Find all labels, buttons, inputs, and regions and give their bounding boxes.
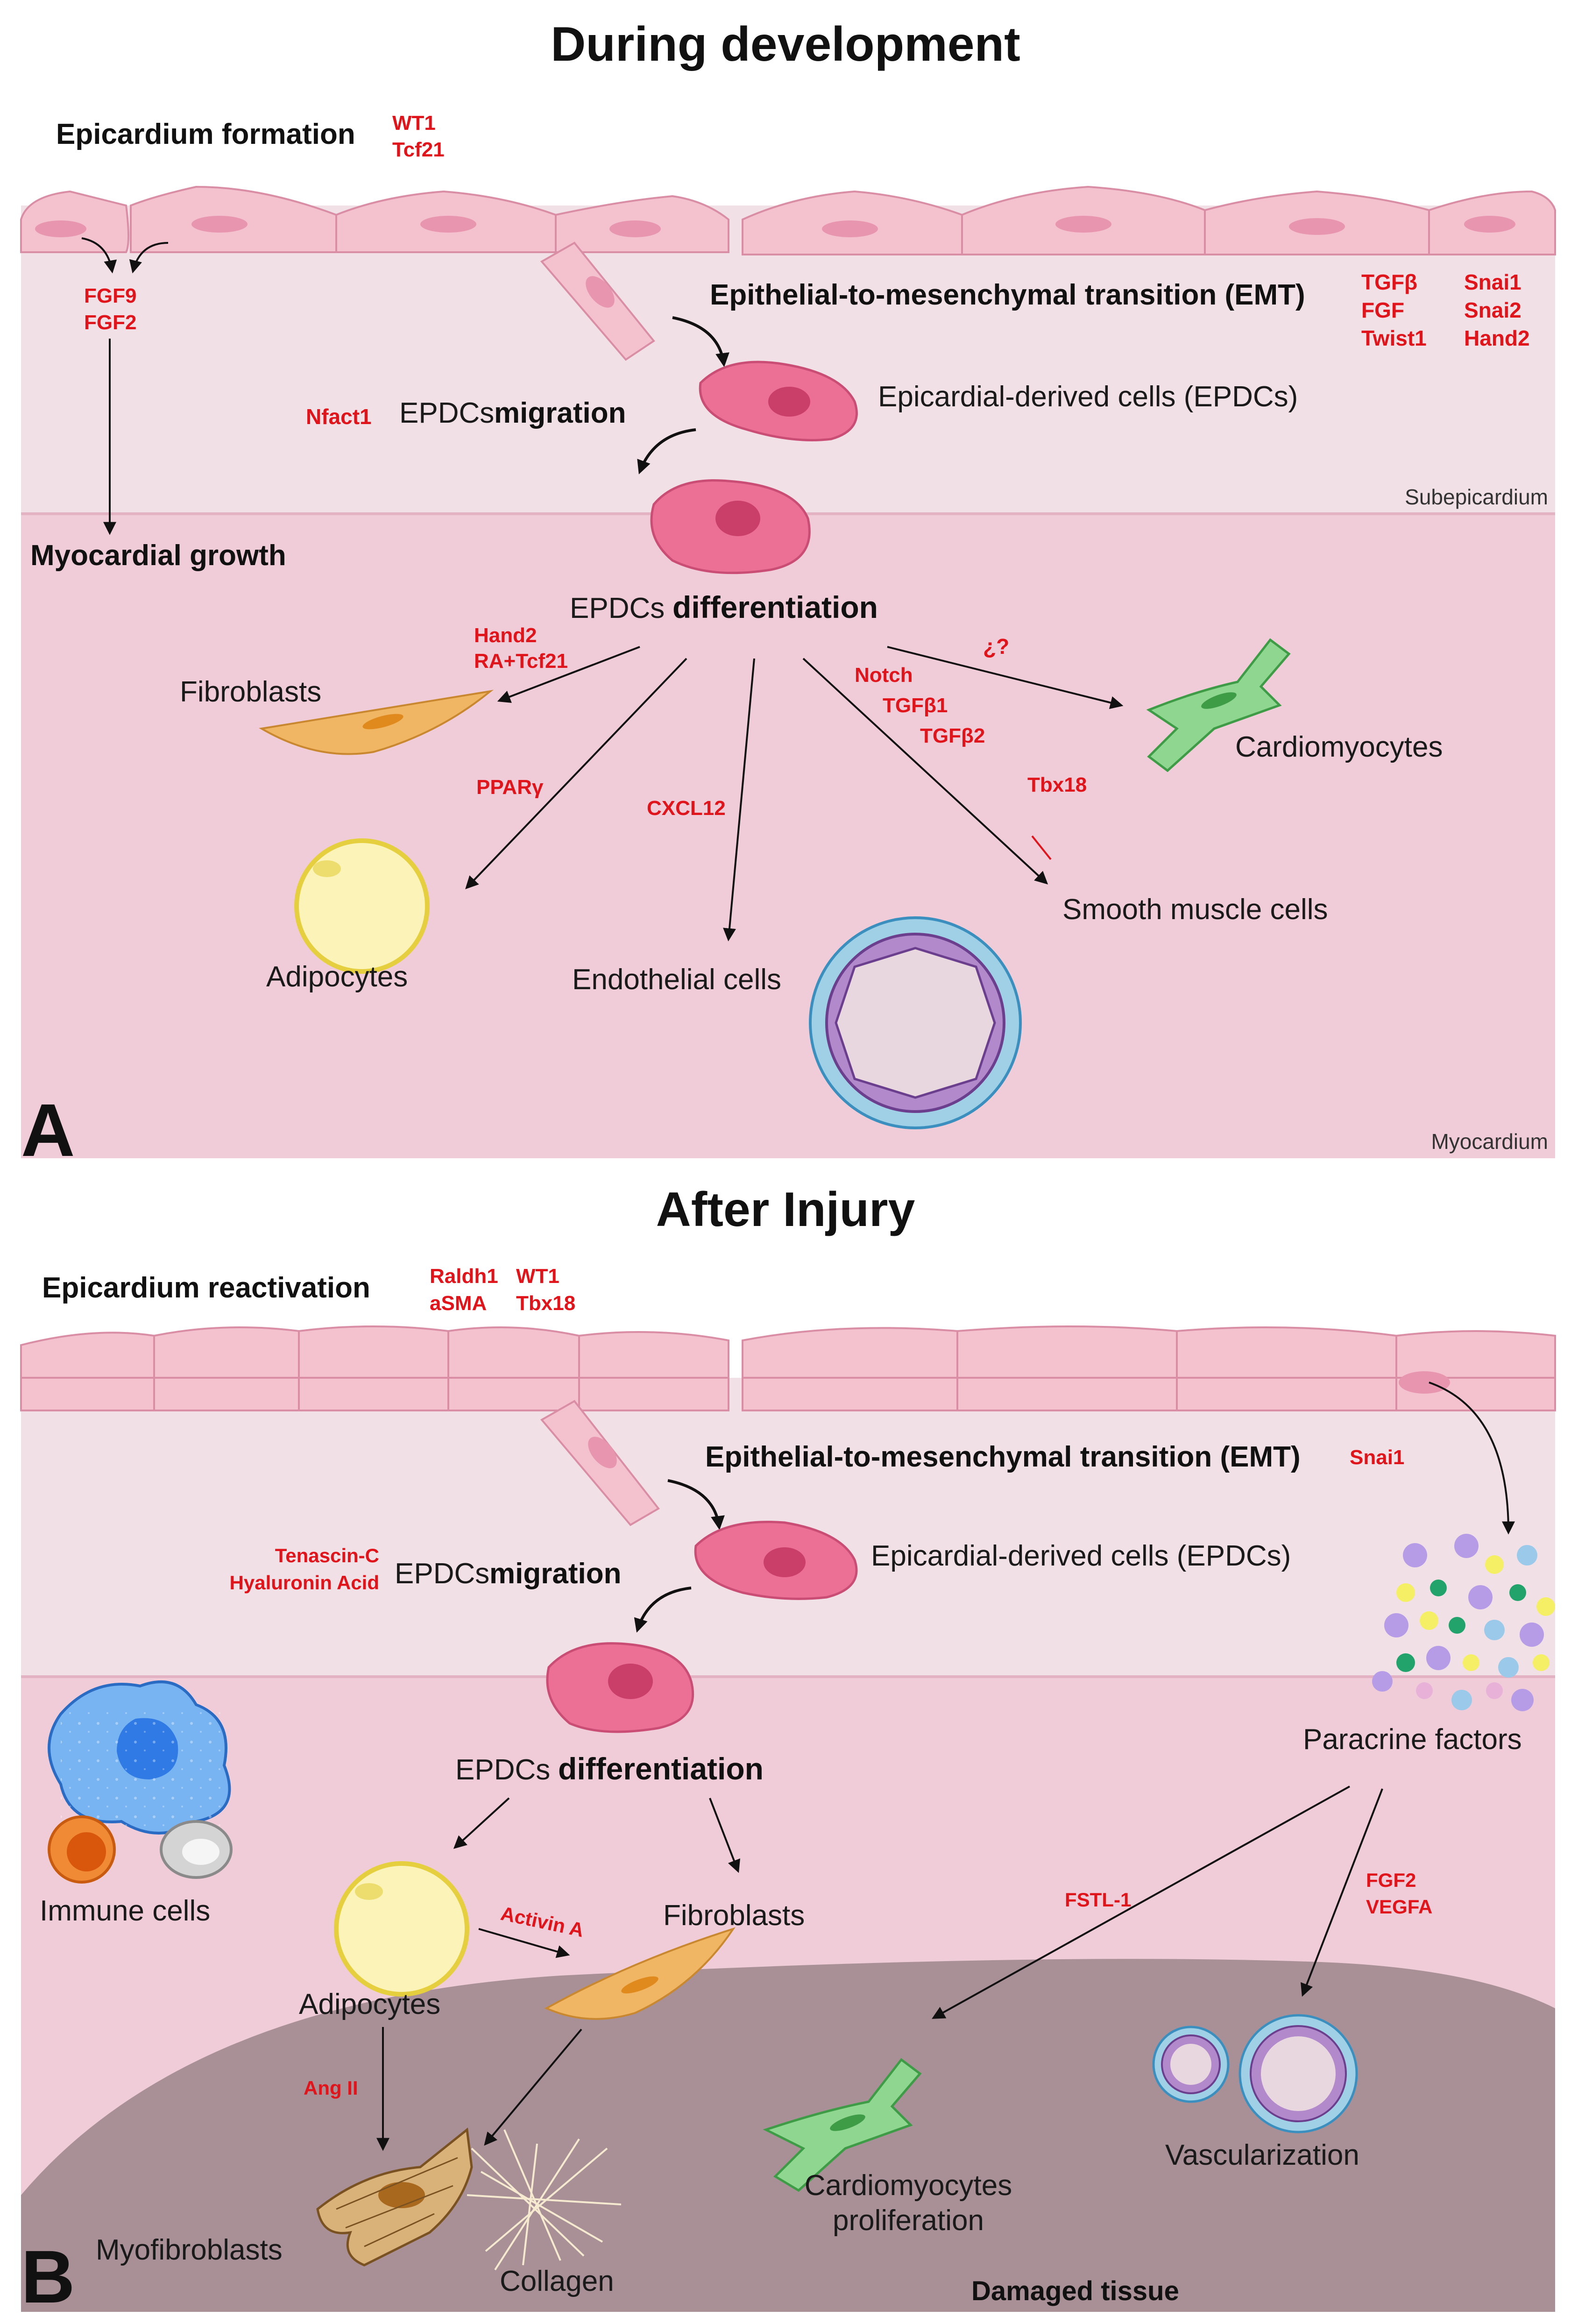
adipocyte-cell-a — [294, 838, 430, 974]
epdc-cell-a — [699, 361, 858, 441]
reactivation-label: Epicardium reactivation — [42, 1272, 370, 1304]
emt-factor-a-3: Twist1 — [1361, 326, 1427, 350]
notch-factor-2: TGFβ1 — [883, 694, 948, 717]
fgf-1: FGF9 — [84, 284, 136, 307]
endothelial-label: Endothelial cells — [572, 964, 781, 996]
notch-factor-3: TGFβ2 — [920, 724, 985, 747]
migration-factor-a: Nfact1 — [306, 404, 372, 429]
paracrine-label: Paracrine factors — [1303, 1723, 1522, 1756]
adipocyte-cell-b — [334, 1861, 469, 1997]
epicardium-cells-b-left — [20, 1325, 729, 1411]
ang-label: Ang II — [304, 2077, 358, 2099]
fibroblasts-label-a: Fibroblasts — [180, 676, 321, 708]
immune-label: Immune cells — [40, 1895, 210, 1927]
notch-factor-1: Notch — [855, 664, 913, 687]
cardiomyocytes-label-a: Cardiomyocytes — [1235, 731, 1443, 763]
migration-bold-a: migration — [494, 397, 626, 429]
epicardium-formation-label: Epicardium formation — [56, 118, 355, 150]
emt-factor-a-5: Snai2 — [1464, 298, 1521, 322]
collagen-fibers — [467, 2129, 622, 2271]
migration-factor-b-1: Tenascin-C — [275, 1545, 379, 1566]
diff-bold-b: differentiation — [558, 1751, 764, 1786]
adipocytes-label-a: Adipocytes — [266, 961, 408, 993]
panel-b-letter: B — [21, 2235, 75, 2318]
fib-factor-a-1: Hand2 — [474, 624, 537, 647]
epicardium-cells-left — [20, 185, 729, 253]
vessel-a — [809, 916, 1022, 1129]
fgf-2: FGF2 — [84, 311, 136, 334]
panel-a-letter: A — [21, 1088, 75, 1172]
cm-prolif-1: Cardiomyocytes — [805, 2169, 1012, 2202]
fibroblast-cell-b — [544, 1927, 736, 2020]
diff-bold-a: differentiation — [672, 590, 878, 624]
cm-prolif-2: proliferation — [833, 2204, 984, 2237]
diff-prefix-b: EPDCs — [455, 1754, 550, 1786]
emt-factor-a-1: TGFβ — [1361, 270, 1417, 294]
paracrine-factors-cluster — [1372, 1534, 1555, 1711]
myofibroblast-cell — [316, 2127, 473, 2267]
epicardium-cells-right — [742, 185, 1556, 255]
smooth-muscle-label: Smooth muscle cells — [1062, 893, 1328, 926]
subepicardium-layer — [21, 205, 1555, 514]
emt-factor-a-2: FGF — [1361, 298, 1404, 322]
fibroblast-cell-a — [259, 689, 494, 755]
react-factor-4: Tbx18 — [516, 1292, 575, 1315]
fgf-vegfa-1: FGF2 — [1366, 1869, 1416, 1891]
pparg-label: PPARγ — [476, 776, 544, 799]
myocardium-label: Myocardium — [1431, 1129, 1548, 1154]
ef-factor-2: Tcf21 — [392, 138, 445, 161]
react-factor-2: aSMA — [430, 1292, 487, 1315]
react-factor-1: Raldh1 — [430, 1265, 498, 1288]
collagen-label: Collagen — [500, 2265, 614, 2297]
tbx18-label: Tbx18 — [1027, 773, 1087, 796]
cardiomyocyte-cell-b — [763, 2058, 922, 2192]
epdc-cell-a2 — [650, 479, 811, 574]
migration-prefix-a: EPDCs — [399, 397, 494, 429]
panel-b: After Injury Epicardium reac — [20, 1183, 1556, 2318]
vessels-b — [1152, 2014, 1358, 2133]
panel-a: During development — [20, 17, 1556, 1172]
cardiomyocyte-cell-a — [1146, 638, 1291, 772]
delaminating-cell-a — [540, 241, 655, 361]
epicardium-cells-b-right — [742, 1325, 1556, 1411]
emt-label-b: Epithelial-to-mesenchymal transition (EM… — [705, 1441, 1301, 1473]
delaminating-cell-b — [540, 1400, 660, 1526]
epdc-cell-b — [694, 1521, 858, 1600]
panel-a-title: During development — [551, 17, 1020, 71]
epdc-cell-b2 — [546, 1642, 694, 1733]
epdc-label-b: Epicardial-derived cells (EPDCs) — [871, 1540, 1291, 1572]
migration-bold-b: migration — [489, 1558, 621, 1590]
subepicardium-label: Subepicardium — [1405, 485, 1548, 509]
myocardial-growth-label: Myocardial growth — [30, 539, 286, 572]
emt-factor-a-4: Snai1 — [1464, 270, 1521, 294]
panel-b-title: After Injury — [656, 1183, 915, 1237]
fstl-label: FSTL-1 — [1065, 1889, 1131, 1911]
emt-label-a: Epithelial-to-mesenchymal transition (EM… — [710, 279, 1305, 311]
myocardium-layer — [21, 514, 1555, 1158]
migration-factor-b-2: Hyaluronin Acid — [230, 1572, 379, 1594]
vascularization-label: Vascularization — [1165, 2139, 1359, 2171]
react-factor-3: WT1 — [516, 1265, 559, 1288]
ef-factor-1: WT1 — [392, 112, 436, 135]
immune-cells — [48, 1680, 233, 1884]
cxcl12-label: CXCL12 — [647, 797, 726, 820]
fgf-vegfa-2: VEGFA — [1366, 1896, 1432, 1918]
adipocytes-label-b: Adipocytes — [299, 1988, 440, 2020]
damaged-label: Damaged tissue — [971, 2276, 1179, 2306]
diff-prefix-a: EPDCs — [570, 592, 665, 624]
emt-factor-b: Snai1 — [1350, 1446, 1404, 1469]
epdc-label-a: Epicardial-derived cells (EPDCs) — [878, 381, 1298, 413]
fib-factor-a-2: RA+Tcf21 — [474, 650, 568, 673]
unknown-factor: ¿? — [983, 634, 1009, 659]
emt-factor-a-6: Hand2 — [1464, 326, 1530, 350]
fibroblasts-label-b: Fibroblasts — [663, 1899, 805, 1932]
migration-prefix-b: EPDCs — [395, 1558, 489, 1590]
myofibroblasts-label: Myofibroblasts — [96, 2234, 283, 2266]
